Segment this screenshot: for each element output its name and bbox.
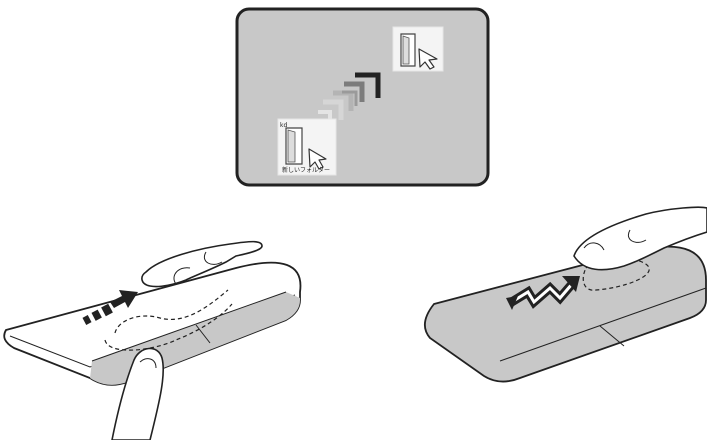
touchpad-surface-right (424, 245, 707, 383)
folder-start-caption: 新しいフォルダー (282, 166, 330, 174)
up-right-arrow-icon (82, 290, 138, 325)
screen-illustration: kd 新しいフォルダー (235, 7, 490, 187)
left-touchpad-illustration (3, 240, 302, 440)
gesture-path (114, 289, 229, 334)
right-touchpad-illustration (424, 206, 707, 383)
zigzag-arrow-icon (506, 276, 580, 310)
gesture-path-right (582, 257, 650, 291)
pressing-finger (111, 347, 165, 440)
folder-start: kd 新しいフォルダー (277, 118, 337, 176)
dragging-hand-right (573, 206, 707, 271)
folder-destination (392, 26, 444, 72)
arrow-cursor-icon-start (308, 148, 327, 170)
arrow-cursor-icon (418, 48, 438, 70)
folder-start-badge: kd (280, 122, 287, 129)
dragging-hand (141, 240, 263, 288)
